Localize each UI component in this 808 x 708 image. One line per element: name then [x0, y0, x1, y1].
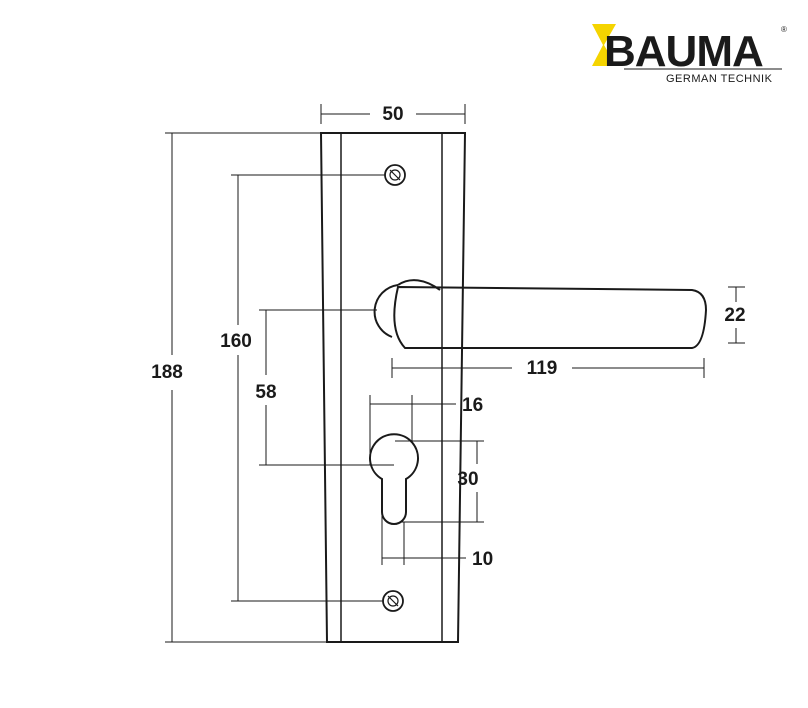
dim-16-label: 16: [462, 395, 483, 416]
keyhole: [369, 433, 419, 525]
back-plate: [319, 132, 467, 643]
dimension-handle-to-keyhole: 58: [255, 309, 394, 466]
dim-160-label: 160: [220, 331, 252, 352]
dim-188-label: 188: [151, 362, 183, 383]
lever-rosette: [373, 284, 399, 338]
dim-58-label: 58: [255, 382, 276, 403]
screw-top: [384, 164, 406, 186]
lever-neck: [397, 279, 441, 291]
dim-50-label: 50: [382, 104, 403, 125]
dimension-screw-spacing: 160: [220, 174, 385, 602]
keyhole-profile: [369, 433, 419, 525]
brand-logo: BAUMA ® GERMAN TECHNIK: [592, 24, 787, 85]
logo-wordmark: BAUMA: [604, 27, 763, 76]
dim-119-label: 119: [527, 358, 558, 379]
logo-registered-mark: ®: [781, 25, 787, 34]
dimension-lever-height: 22: [724, 286, 746, 344]
dimension-keyhole-width: 16: [369, 395, 483, 465]
screw-top-inner: [389, 169, 401, 181]
screw-top-slot: [389, 169, 401, 181]
screw-bottom: [382, 590, 404, 612]
lever-body: [393, 285, 708, 349]
logo-accent-shape: [592, 24, 616, 66]
plate-outline: [319, 132, 467, 643]
dimension-lever-length: 119: [391, 358, 705, 379]
dimension-keyhole-height: 30: [395, 440, 484, 523]
dim-30-label: 30: [457, 469, 478, 490]
screw-bottom-slot: [387, 595, 399, 607]
dim-10-label: 10: [472, 549, 493, 570]
dimension-keyhole-slot-width: 10: [381, 515, 493, 570]
dimension-plate-width: 50: [320, 104, 466, 125]
dim-22-label: 22: [724, 305, 745, 326]
lever-handle: [373, 279, 708, 349]
dimension-total-height: 188: [151, 132, 327, 643]
logo-tagline: GERMAN TECHNIK: [666, 73, 773, 85]
screw-bottom-inner: [387, 595, 399, 607]
